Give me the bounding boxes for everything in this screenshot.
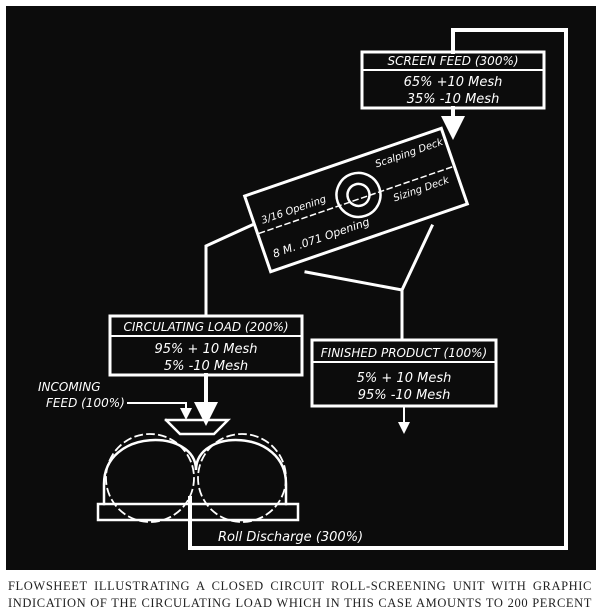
oversize-line — [204, 223, 254, 318]
roll-discharge-label: Roll Discharge (300%) — [218, 530, 363, 545]
roll-housing — [102, 438, 288, 506]
incoming-feed-arrow — [127, 402, 192, 420]
return-conveyor-line — [188, 28, 568, 550]
roll-hopper — [164, 418, 232, 436]
finished-product-box: FINISHED PRODUCT (100%) 5% + 10 Mesh 95%… — [310, 338, 498, 408]
roll-left — [105, 433, 195, 523]
screen-vibrator-inner — [346, 182, 371, 208]
circulating-load-line2: 5% -10 Mesh — [164, 359, 248, 374]
finished-product-line2: 95% -10 Mesh — [358, 388, 451, 403]
finished-product-title: FINISHED PRODUCT (100%) — [321, 346, 487, 360]
undersize-line-left — [304, 270, 404, 292]
screen-feed-title: SCREEN FEED (300%) — [387, 54, 518, 68]
diagram-background — [6, 6, 596, 570]
screen-feed-line1: 65% +10 Mesh — [404, 75, 503, 90]
incoming-feed-line1: INCOMING — [38, 380, 101, 394]
caption-line-2: INDICATION OF THE CIRCULATING LOAD WHICH… — [8, 596, 592, 610]
crushing-rolls — [96, 418, 300, 523]
finished-product-line1: 5% + 10 Mesh — [357, 371, 452, 386]
screen-feed-line2: 35% -10 Mesh — [407, 92, 500, 107]
screen-vibrator-outer — [335, 171, 382, 219]
undersize-line-right — [400, 224, 434, 342]
incoming-feed-line2: FEED (100%) — [46, 396, 125, 410]
circulating-load-title: CIRCULATING LOAD (200%) — [123, 320, 288, 334]
roll-base — [96, 502, 300, 522]
circulating-load-box: CIRCULATING LOAD (200%) 95% + 10 Mesh 5%… — [108, 314, 304, 377]
circulating-load-line1: 95% + 10 Mesh — [155, 342, 258, 357]
roll-right — [197, 433, 287, 523]
caption-line-1: FLOWSHEET ILLUSTRATING A CLOSED CIRCUIT … — [8, 579, 592, 593]
